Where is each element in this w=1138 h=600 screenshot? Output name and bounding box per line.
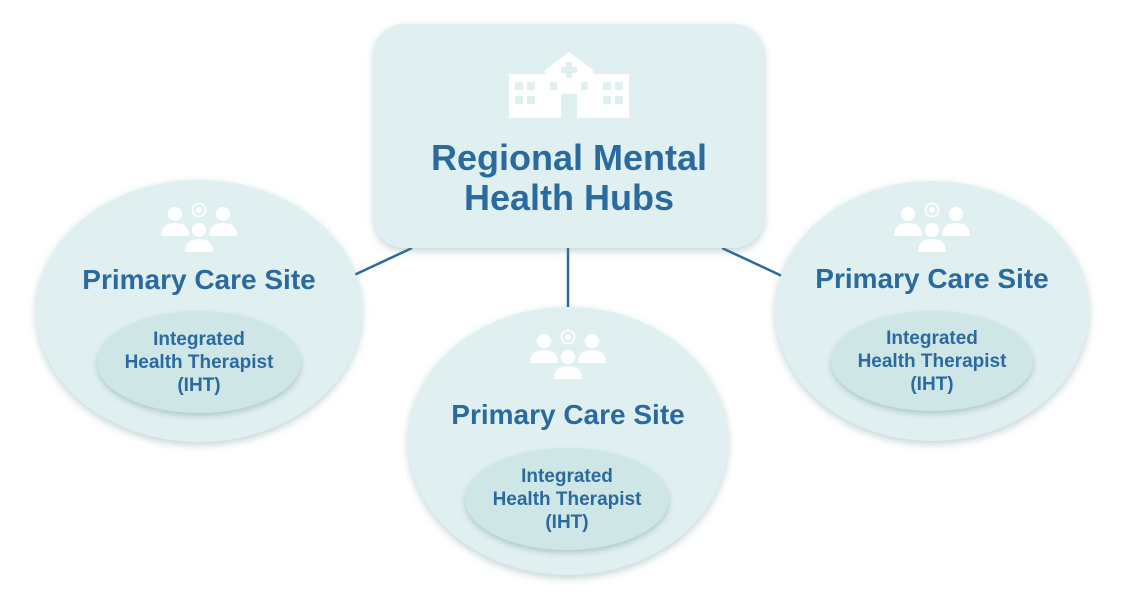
connector-hub-right xyxy=(721,246,783,278)
hospital-icon xyxy=(509,52,629,118)
hub-title-line2: Health Hubs xyxy=(463,177,675,218)
hub-title: Regional Mental Health Hubs xyxy=(389,138,749,218)
iht-node: Integrated Health Therapist (IHT) xyxy=(97,311,301,413)
people-group-icon xyxy=(530,329,606,379)
iht-line1: Integrated xyxy=(521,465,613,487)
iht-line1: Integrated xyxy=(153,328,245,350)
people-group-icon xyxy=(894,202,970,252)
hub-title-line1: Regional Mental xyxy=(430,137,708,178)
iht-node: Integrated Health Therapist (IHT) xyxy=(831,311,1033,411)
primary-care-site-left: Primary Care Site Integrated Health Ther… xyxy=(36,180,362,442)
connector-hub-left xyxy=(351,246,413,278)
iht-line3: (IHT) xyxy=(545,511,589,533)
iht-line1: Integrated xyxy=(886,327,978,349)
iht-line2: Health Therapist xyxy=(124,351,274,373)
regional-mental-health-hub-node: Regional Mental Health Hubs xyxy=(374,24,764,248)
iht-line2: Health Therapist xyxy=(857,350,1007,372)
primary-care-site-center: Primary Care Site Integrated Health Ther… xyxy=(408,307,728,575)
site-title: Primary Care Site xyxy=(82,264,316,295)
site-title: Primary Care Site xyxy=(451,399,685,430)
people-group-icon xyxy=(161,202,237,252)
site-title: Primary Care Site xyxy=(815,263,1049,294)
iht-line3: (IHT) xyxy=(177,374,221,396)
iht-line3: (IHT) xyxy=(910,373,954,395)
iht-node: Integrated Health Therapist (IHT) xyxy=(465,448,669,550)
iht-line2: Health Therapist xyxy=(492,488,642,510)
primary-care-site-right: Primary Care Site Integrated Health Ther… xyxy=(775,181,1089,441)
